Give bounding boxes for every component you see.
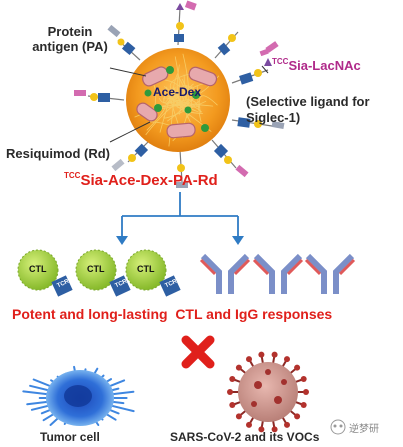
- virus-label: SARS-CoV-2 and its VOCs: [170, 430, 320, 444]
- virus-spike-head: [303, 389, 309, 395]
- core-fiber: [180, 105, 199, 113]
- ctl-label-1: CTL: [29, 264, 47, 274]
- virus-spike-head: [235, 364, 242, 371]
- ligand-sugars: [90, 3, 272, 172]
- ctl-cells: [17, 249, 181, 297]
- watermark-text: 逆梦研: [349, 424, 379, 435]
- virus-spike-head: [258, 351, 265, 358]
- protein-antigen-label: Protein antigen (PA): [30, 24, 110, 54]
- arrow-head-right: [232, 236, 244, 245]
- virus-spike-head: [300, 402, 307, 408]
- virus-spike-head: [235, 413, 242, 420]
- flow-arrows: [121, 192, 239, 238]
- protein-antigens: [136, 66, 218, 139]
- resiquimod-label: Resiquimod (Rd): [6, 146, 110, 161]
- pointer-lines: [109, 65, 269, 143]
- virus-spike-head: [227, 389, 233, 395]
- virus-spike-head: [258, 426, 265, 433]
- virus-spike-head: [294, 364, 301, 371]
- core-fiber: [185, 85, 193, 119]
- virus-spike-head: [246, 421, 252, 428]
- core-fiber: [180, 85, 194, 107]
- selective-ligand-label: (Selective ligand for Siglec-1): [246, 94, 370, 126]
- virus-spike-head: [271, 351, 278, 358]
- core-fiber: [172, 87, 191, 123]
- sia-lacnac-name: Sia-LacNAc: [288, 58, 361, 73]
- selective-ligand-line1: (Selective ligand for: [246, 94, 370, 109]
- resiquimod-dots: [144, 66, 209, 132]
- selective-ligand-line2: Siglec-1): [246, 110, 301, 125]
- protein-antigen-line1: Protein: [47, 24, 93, 39]
- core-fiber: [177, 75, 189, 95]
- virus-spike-head: [300, 376, 307, 382]
- tcc-tips: [74, 0, 285, 188]
- ctl-label-3: CTL: [137, 264, 155, 274]
- virus-spike-head: [284, 421, 290, 428]
- virus-spike-head: [229, 402, 236, 408]
- virus-spike-head: [229, 376, 236, 382]
- arrow-head-left: [116, 236, 128, 245]
- sia-lacnac-label: TCCSia-LacNAc: [272, 57, 361, 74]
- virus-spike-head: [246, 356, 252, 363]
- virus-spike-head: [294, 413, 301, 420]
- core-fiber: [198, 95, 218, 113]
- core-fiber: [145, 99, 200, 136]
- response-label: Potent and long-lasting CTL and IgG resp…: [12, 306, 333, 322]
- product-name: Sia-Ace-Dex-PA-Rd: [80, 172, 218, 189]
- red-cross-icon: [181, 335, 215, 369]
- tumor-cell-label: Tumor cell: [40, 430, 100, 444]
- sia-lacnac-prefix: TCC: [272, 57, 289, 66]
- product-prefix: TCC: [64, 171, 81, 180]
- ace-dex-label: Ace-Dex: [153, 85, 202, 99]
- product-label: TCCSia-Ace-Dex-PA-Rd: [64, 171, 218, 190]
- watermark-logo: [330, 419, 346, 435]
- protein-antigen-line2: antigen (PA): [32, 39, 108, 54]
- tumor-cell: [22, 365, 135, 426]
- core-fiber: [159, 98, 180, 104]
- core-fiber: [174, 56, 181, 115]
- virus-spike-head: [284, 356, 290, 363]
- virus-spike-head: [271, 426, 278, 433]
- ctl-label-2: CTL: [87, 264, 105, 274]
- igg-antibodies: [199, 253, 356, 294]
- sars-cov-2-virus: [227, 351, 309, 433]
